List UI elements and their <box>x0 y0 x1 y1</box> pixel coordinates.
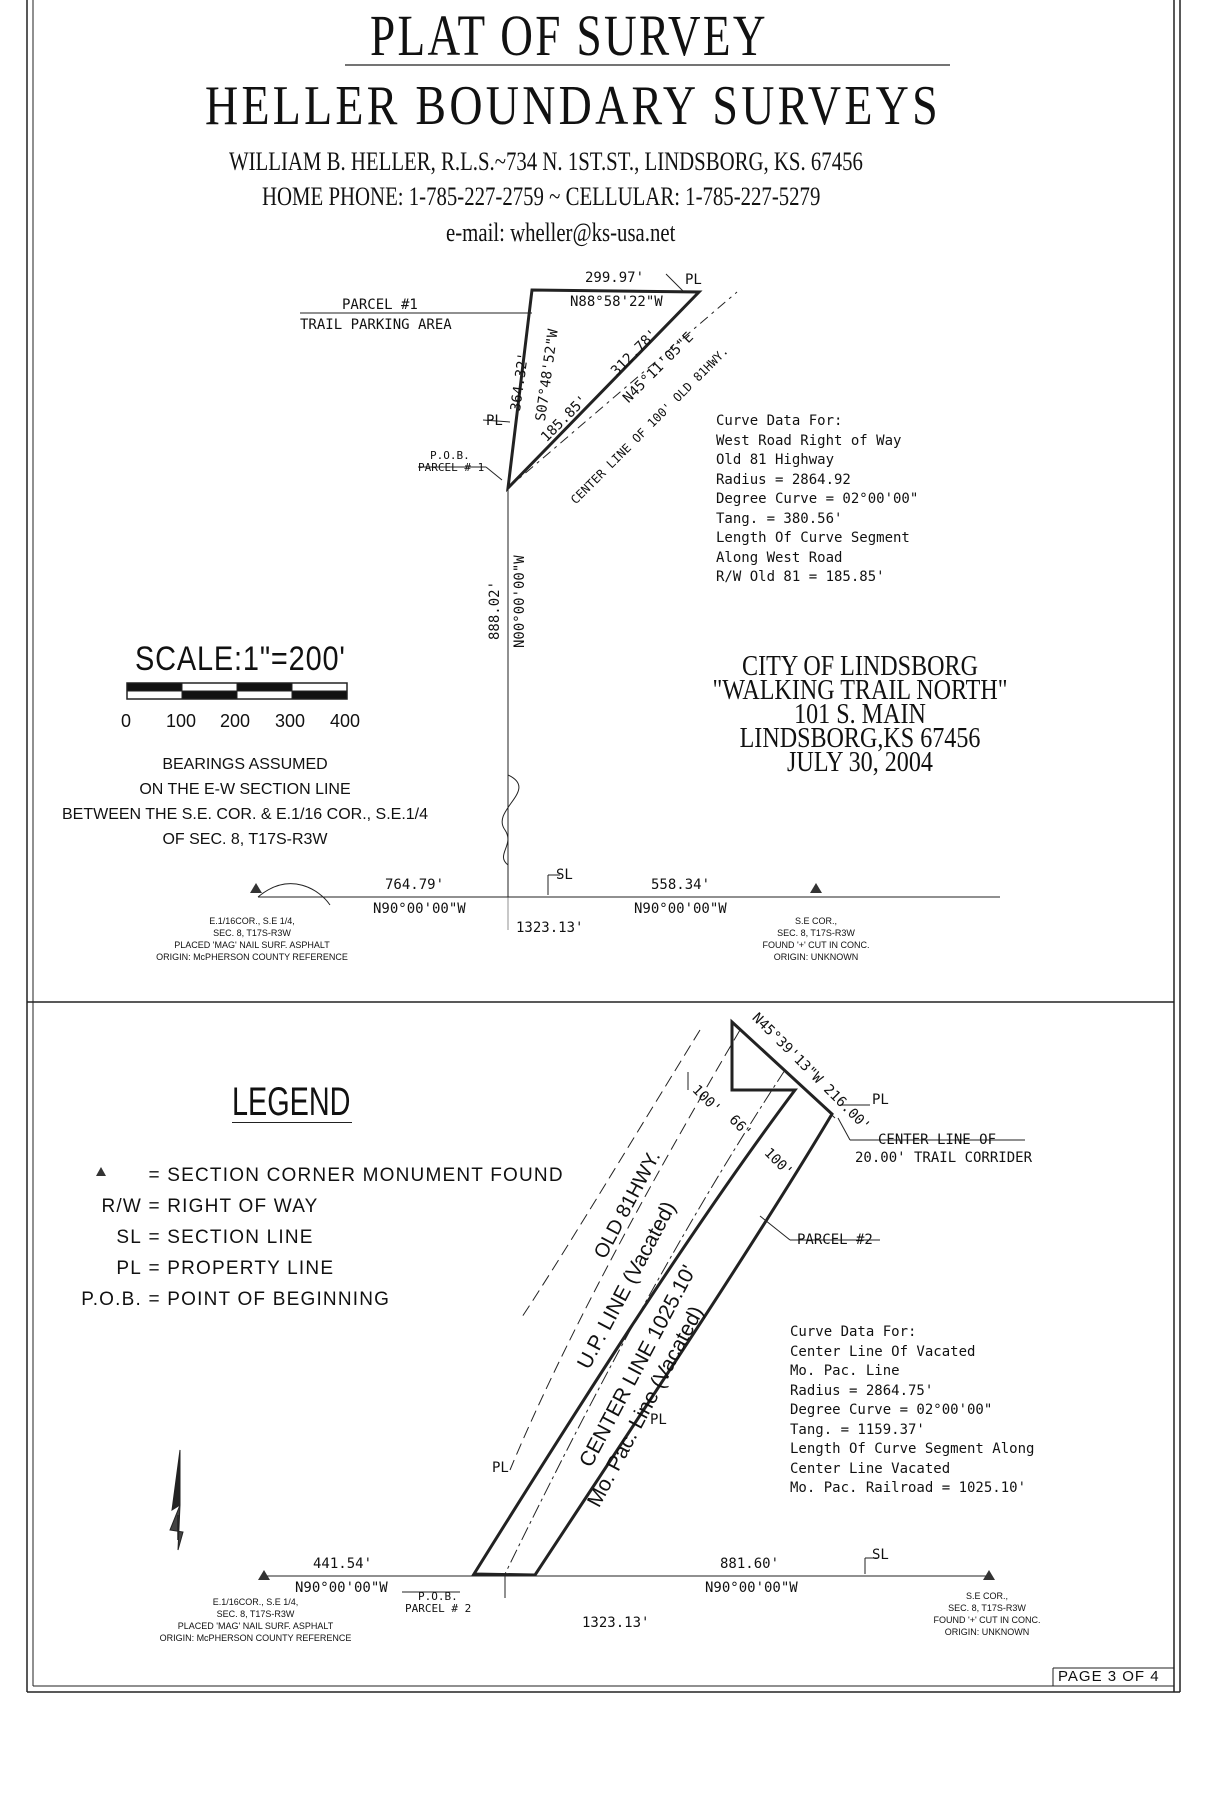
scale-tick-200: 200 <box>220 711 251 731</box>
parcel1-top-bearing: N88°58'22"W <box>570 294 663 310</box>
parcel2-label: PARCEL #2 <box>797 1232 873 1248</box>
section-line-marker: SL <box>872 1547 889 1563</box>
scale-tick-100: 100 <box>166 711 197 731</box>
legend-item: R/W = RIGHT OF WAY <box>101 1196 319 1217</box>
scale-label: SCALE:1"=200' <box>135 640 346 678</box>
section1-left-distance: 764.79' <box>385 877 445 893</box>
surveyor-address: WILLIAM B. HELLER, R.L.S.~734 N. 1ST.ST.… <box>229 147 863 176</box>
section1-left-corner-note: E.1/16COR., S.E 1/4,SEC. 8, T17S-R3W PLA… <box>156 916 348 962</box>
vertical-distance: 888.02' <box>487 580 503 640</box>
section2-right-bearing: N90°00'00"W <box>705 1580 798 1596</box>
section1-total: 1323.13' <box>516 920 584 936</box>
page-number: PAGE 3 OF 4 <box>1058 1668 1160 1685</box>
parcel1-label: PARCEL #1 <box>342 297 418 313</box>
section2-left-bearing: N90°00'00"W <box>295 1580 388 1596</box>
section-line-marker: SL <box>556 867 573 883</box>
legend-item: PL = PROPERTY LINE <box>116 1258 335 1279</box>
scale-tick-400: 400 <box>330 711 361 731</box>
section1-right-corner-note: S.E COR.,SEC. 8, T17S-R3W FOUND '+' CUT … <box>762 916 870 962</box>
property-line-marker: PL <box>650 1412 667 1428</box>
surveyor-phones: HOME PHONE: 1-785-227-2759 ~ CELLULAR: 1… <box>262 182 821 211</box>
pob-parcel1-label: PARCEL # 1 <box>418 461 485 474</box>
section2-total: 1323.13' <box>582 1615 650 1631</box>
section1-right-bearing: N90°00'00"W <box>634 901 727 917</box>
scale-tick-300: 300 <box>275 711 306 731</box>
legend-item: ▲ = SECTION CORNER MONUMENT FOUND <box>121 1165 564 1186</box>
property-line-marker: PL <box>492 1460 509 1476</box>
client-block: CITY OF LINDSBORG"WALKING TRAIL NORTH"10… <box>712 651 1008 778</box>
section2-left-corner-note: E.1/16COR., S.E 1/4,SEC. 8, T17S-R3W PLA… <box>159 1597 352 1643</box>
legend-item: P.O.B. = POINT OF BEGINNING <box>81 1289 391 1310</box>
parcel1-sublabel: TRAIL PARKING AREA <box>300 317 452 333</box>
section2-left-distance: 441.54' <box>313 1556 373 1572</box>
surveyor-email: e-mail: wheller@ks-usa.net <box>446 218 676 247</box>
legend-list: ▲ = SECTION CORNER MONUMENT FOUND R/W = … <box>60 1160 564 1315</box>
scale-tick-0: 0 <box>121 711 132 731</box>
pob-label: P.O.B. <box>430 449 470 462</box>
company-name: HELLER BOUNDARY SURVEYS <box>205 75 941 137</box>
page-title: PLAT OF SURVEY <box>370 3 768 68</box>
property-line-marker: PL <box>872 1092 889 1108</box>
section2-right-corner-note: S.E COR.,SEC. 8, T17S-R3W FOUND '+' CUT … <box>933 1591 1041 1637</box>
property-line-marker: PL <box>486 413 503 429</box>
parcel1-top-distance: 299.97' <box>585 270 645 286</box>
pob-label: P.O.B. <box>418 1590 458 1603</box>
legend-title: LEGEND <box>232 1080 351 1124</box>
vertical-bearing: N00°00'00"W <box>512 555 528 648</box>
section1-left-bearing: N90°00'00"W <box>373 901 466 917</box>
trail-centerline-label: CENTER LINE OF <box>878 1132 997 1148</box>
legend-item: SL = SECTION LINE <box>116 1227 314 1248</box>
trail-corridor-label: 20.00' TRAIL CORRIDER <box>855 1150 1033 1166</box>
property-line-marker: PL <box>685 272 702 288</box>
pob-parcel2-label: PARCEL # 2 <box>405 1602 472 1615</box>
section2-right-distance: 881.60' <box>720 1556 780 1572</box>
section1-right-distance: 558.34' <box>651 877 711 893</box>
